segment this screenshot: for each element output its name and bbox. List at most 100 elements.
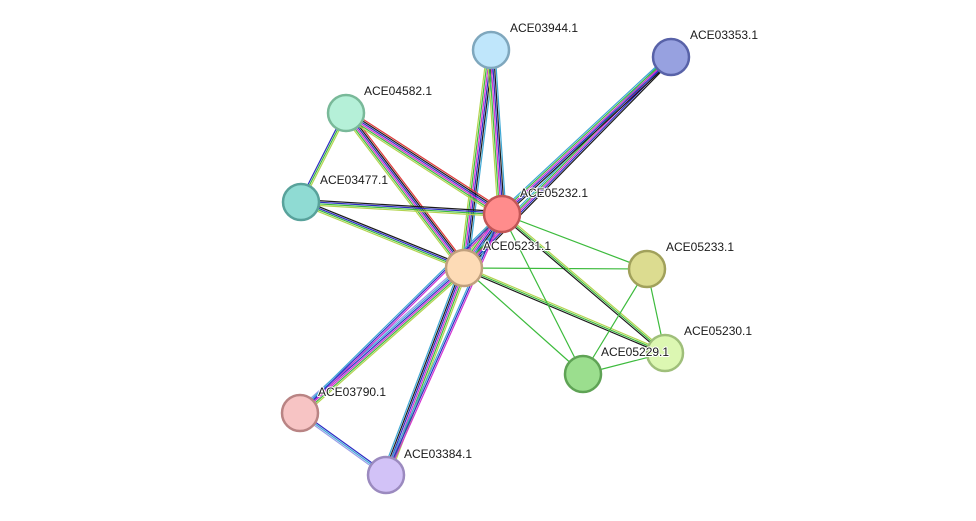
- edge-strand: [300, 203, 503, 217]
- edge-strand: [300, 202, 465, 270]
- edge-ace05232-1-ace04582-1[interactable]: [343, 109, 505, 218]
- edge-strand: [300, 199, 503, 213]
- edge-strand: [501, 213, 584, 375]
- node-label: ACE03944.1: [510, 21, 578, 35]
- node-label: ACE05231.1: [483, 239, 551, 253]
- edge-strand: [346, 110, 504, 213]
- edge-ace05231-1-ace04582-1[interactable]: [342, 109, 468, 272]
- node-circle[interactable]: [471, 30, 511, 70]
- edge-ace05232-1-ace03384-1[interactable]: [383, 212, 505, 477]
- edge-strand: [343, 113, 463, 271]
- edge-strand: [300, 200, 465, 268]
- edge-strand: [345, 111, 504, 214]
- edge-strand: [492, 49, 505, 215]
- node-label: ACE04582.1: [364, 84, 432, 98]
- edge-strand: [464, 49, 493, 269]
- node-circle[interactable]: [627, 249, 667, 289]
- edge-strand: [500, 55, 671, 214]
- edge-ace05232-1-ace03790-1[interactable]: [298, 212, 504, 415]
- edge-strand: [461, 49, 490, 269]
- node-ace05232-1[interactable]: ACE05232.1: [482, 185, 589, 234]
- node-label: ACE03353.1: [690, 28, 758, 42]
- node-circle[interactable]: [651, 37, 691, 77]
- node-label: ACE03477.1: [320, 173, 388, 187]
- node-circle[interactable]: [366, 455, 406, 495]
- edge-strand: [300, 214, 504, 415]
- edge-ace05231-1-ace05233-1[interactable]: [463, 267, 648, 270]
- node-label: ACE03790.1: [318, 385, 386, 399]
- node-circle[interactable]: [444, 248, 484, 288]
- edge-strand: [299, 267, 466, 415]
- edge-strand: [464, 57, 673, 270]
- edge-ace05232-1-ace05233-1[interactable]: [501, 213, 648, 270]
- edge-strand: [459, 48, 488, 269]
- node-circle[interactable]: [280, 393, 320, 433]
- node-label: ACE05229.1: [601, 345, 669, 359]
- edge-strand: [462, 49, 491, 269]
- edge-strand: [486, 49, 499, 215]
- edge-ace05232-1-ace03944-1[interactable]: [486, 49, 507, 215]
- edge-strand: [301, 199, 466, 267]
- edge-ace05231-1-ace03477-1[interactable]: [299, 199, 466, 271]
- edge-strand: [502, 212, 667, 353]
- edge-ace05232-1-ace03477-1[interactable]: [300, 199, 503, 217]
- edge-ace05231-1-ace03384-1[interactable]: [381, 265, 469, 478]
- edge-ace05233-1-ace05229-1[interactable]: [582, 268, 648, 375]
- node-ace03353-1[interactable]: ACE03353.1: [651, 27, 759, 77]
- edge-strand: [383, 212, 502, 475]
- node-ace03477-1[interactable]: ACE03477.1: [281, 172, 389, 222]
- node-ace03790-1[interactable]: ACE03790.1: [280, 384, 387, 433]
- edge-strand: [344, 114, 502, 217]
- edge-ace05232-1-ace05229-1[interactable]: [501, 213, 584, 375]
- edge-strand: [489, 49, 502, 215]
- node-ace05233-1[interactable]: ACE05233.1: [627, 239, 735, 289]
- edge-strand: [343, 115, 501, 218]
- edge-strand: [300, 269, 467, 416]
- edge-strand: [503, 58, 674, 217]
- edge-strand: [500, 214, 665, 355]
- node-ace05231-1[interactable]: ACE05231.1: [444, 238, 552, 288]
- node-circle[interactable]: [326, 93, 366, 133]
- edge-strand: [499, 54, 670, 213]
- edge-strand: [381, 265, 461, 475]
- edge-strand: [463, 267, 666, 354]
- node-circle[interactable]: [563, 354, 603, 394]
- edge-strand: [386, 214, 505, 477]
- edge-strand: [344, 113, 503, 216]
- edge-ace05231-1-ace05230-1[interactable]: [462, 265, 667, 356]
- edge-strand: [465, 58, 674, 271]
- node-label: ACE05232.1: [520, 186, 588, 200]
- edge-strand: [302, 270, 468, 417]
- edge-strand: [348, 109, 468, 267]
- node-ace04582-1[interactable]: ACE04582.1: [326, 83, 433, 133]
- edge-strand: [298, 212, 502, 413]
- edge-ace05232-1-ace03353-1[interactable]: [499, 54, 674, 217]
- edge-strand: [383, 266, 463, 475]
- edge-strand: [300, 202, 503, 216]
- edge-strand: [347, 109, 505, 212]
- edge-strand: [502, 57, 673, 216]
- edge-ace05232-1-ace05230-1[interactable]: [500, 212, 667, 355]
- node-circle[interactable]: [281, 182, 321, 222]
- edge-strand: [300, 200, 503, 214]
- node-label: ACE05230.1: [684, 324, 752, 338]
- edge-strand: [501, 56, 672, 215]
- edge-strand: [463, 267, 648, 270]
- node-circle[interactable]: [482, 194, 522, 234]
- edge-strand: [462, 268, 665, 356]
- node-ace05229-1[interactable]: ACE05229.1: [563, 344, 670, 394]
- node-ace03944-1[interactable]: ACE03944.1: [471, 20, 579, 70]
- edge-strand: [346, 111, 466, 269]
- edge-strand: [344, 112, 464, 270]
- node-ace05230-1[interactable]: ACE05230.1: [645, 323, 753, 373]
- edge-strand: [384, 267, 464, 476]
- edges-layer: [296, 48, 674, 478]
- edge-strand: [491, 49, 504, 215]
- node-circle[interactable]: [645, 333, 685, 373]
- edge-ace05231-1-ace05229-1[interactable]: [463, 267, 584, 375]
- edge-strand: [347, 110, 467, 268]
- node-ace03384-1[interactable]: ACE03384.1: [366, 446, 473, 495]
- node-label: ACE05233.1: [666, 240, 734, 254]
